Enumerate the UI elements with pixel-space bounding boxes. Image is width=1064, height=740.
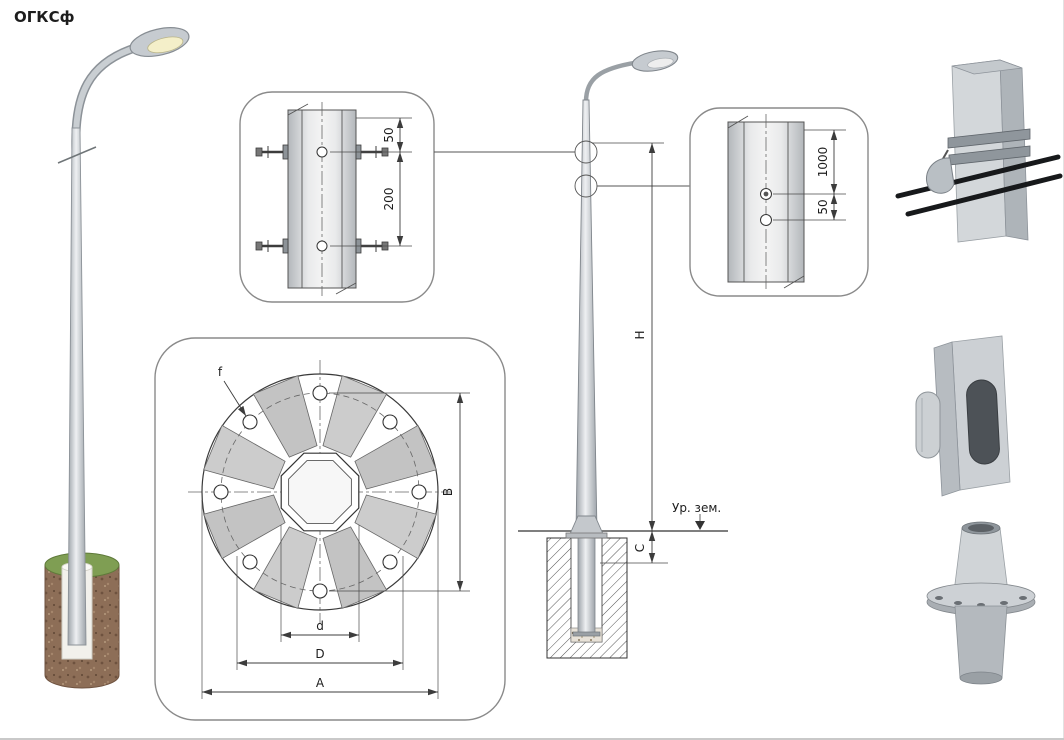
flange-detail-view: f B d D A	[154, 337, 506, 721]
pole-shaft	[575, 99, 598, 533]
band-strap	[947, 128, 1031, 149]
dim-label-D: D	[315, 647, 324, 661]
ground-mark-arrow	[695, 521, 705, 530]
dim-label-H: H	[633, 330, 647, 339]
break-mark	[727, 115, 749, 129]
lamp-arm	[583, 59, 643, 105]
break-mark	[783, 275, 805, 289]
drawing-title: ОГКСф	[14, 8, 75, 26]
dim-label-50b: 50	[816, 199, 830, 214]
pole-top-face	[951, 59, 1023, 75]
break-mark	[335, 282, 357, 295]
door-cover	[915, 391, 941, 459]
pole-base-flare	[569, 515, 604, 535]
pole-elevation-view: Ур. зем. H C	[434, 50, 728, 659]
dim-label-200: 200	[382, 188, 396, 211]
lamp-head	[631, 50, 679, 72]
dim-label-A: A	[316, 676, 325, 690]
flange-bolt-holes	[213, 385, 427, 599]
flange-bolt-holes-3d	[935, 596, 1027, 607]
cable-line	[895, 154, 1061, 199]
dim-label-50: 50	[382, 127, 396, 142]
pole-stub	[953, 527, 1009, 593]
bolt-hole	[316, 146, 328, 158]
pole-3d-render	[44, 27, 190, 689]
bolt-hole	[760, 214, 772, 226]
flange-outer-circle	[201, 373, 439, 611]
base-flange-3d	[926, 521, 1036, 685]
bolt-left-top	[255, 144, 289, 160]
break-mark	[287, 103, 309, 116]
pole-embedded-stub	[577, 535, 596, 635]
lamp-head	[129, 27, 190, 58]
embedded-tube	[954, 605, 1008, 679]
stub-top-hollow	[968, 524, 994, 532]
dim-label-f: f	[218, 365, 223, 379]
pole-shaft	[67, 127, 87, 646]
clamp-detail-view: 50 200	[239, 91, 435, 303]
bolt-center	[763, 191, 769, 197]
flange-gussets	[203, 375, 437, 609]
ground-label: Ур. зем.	[672, 501, 721, 515]
cable-line	[905, 173, 1063, 217]
wedge-clamp	[925, 157, 955, 194]
tube-bottom	[959, 671, 1003, 685]
door-opening	[966, 379, 1000, 465]
access-door-3d	[915, 335, 1011, 497]
hole-detail-view: 1000 50	[689, 107, 869, 297]
bolt-left-bottom	[255, 238, 289, 254]
dim-label-C: C	[633, 544, 647, 552]
stub-base-plate	[572, 631, 601, 637]
bolt-hole	[316, 240, 328, 252]
base-flange-plate	[565, 532, 608, 539]
octagon-hole-inner	[288, 460, 352, 524]
cable-clamp-3d	[895, 59, 1063, 243]
pole-weld-mark	[57, 146, 97, 164]
dim-label-1000: 1000	[816, 147, 830, 178]
dim-label-d: d	[316, 619, 324, 633]
dim-label-B: B	[441, 488, 455, 496]
leader-f	[223, 380, 247, 417]
